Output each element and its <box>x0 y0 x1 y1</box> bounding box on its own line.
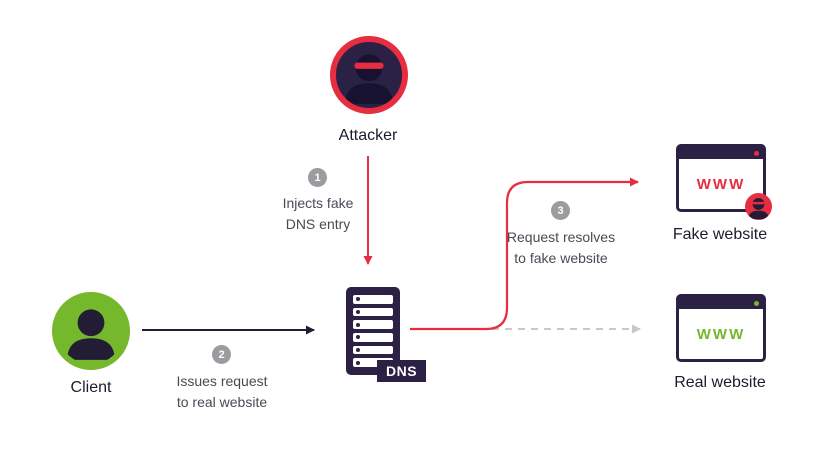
client-label: Client <box>70 379 112 396</box>
client-avatar <box>52 292 130 370</box>
titlebar-dot-icon <box>754 150 759 156</box>
step-2-line-1: Issues request <box>176 373 268 389</box>
step-3-text: Request resolves to fake website <box>481 227 641 269</box>
step-1-line-1: Injects fake <box>282 195 354 211</box>
step-3-line-1: Request resolves <box>506 229 616 245</box>
fake-website-icon: WWW <box>676 144 772 220</box>
client-person-icon <box>67 309 115 360</box>
fake-website-titlebar <box>679 147 763 159</box>
server-slot <box>353 345 393 355</box>
real-website-label: Real website <box>674 374 766 391</box>
attacker-mini-avatar <box>745 193 772 220</box>
step-2-line-2: to real website <box>176 394 268 410</box>
step-3-badge: 3 <box>551 201 570 220</box>
attacker-avatar <box>330 36 408 114</box>
step-2-badge: 2 <box>212 345 231 364</box>
step-1-badge: 1 <box>308 168 327 187</box>
real-website-icon: WWW <box>676 294 766 362</box>
server-slot <box>353 333 393 342</box>
real-website-www: WWW <box>696 325 746 343</box>
server-slot <box>353 295 393 304</box>
fake-website-www: WWW <box>696 175 746 193</box>
fake-website-label: Fake website <box>672 226 768 243</box>
server-slot <box>353 358 393 368</box>
dns-to-fake-website-arrow <box>410 177 639 331</box>
attacker-person-icon <box>345 54 393 104</box>
titlebar-dot-icon <box>754 300 759 306</box>
dns-label-badge: DNS <box>377 360 427 382</box>
real-website-titlebar <box>679 297 763 309</box>
attacker-mini-person-icon <box>748 198 769 220</box>
step-1-line-2: DNS entry <box>285 216 351 232</box>
step-3-line-2: to fake website <box>514 250 608 266</box>
dns-server-icon <box>346 287 400 375</box>
step-2-text: Issues request to real website <box>152 371 292 413</box>
step-1-text: Injects fake DNS entry <box>248 193 388 235</box>
server-slot <box>353 320 393 330</box>
server-slot <box>353 307 393 317</box>
attacker-label: Attacker <box>338 127 398 144</box>
